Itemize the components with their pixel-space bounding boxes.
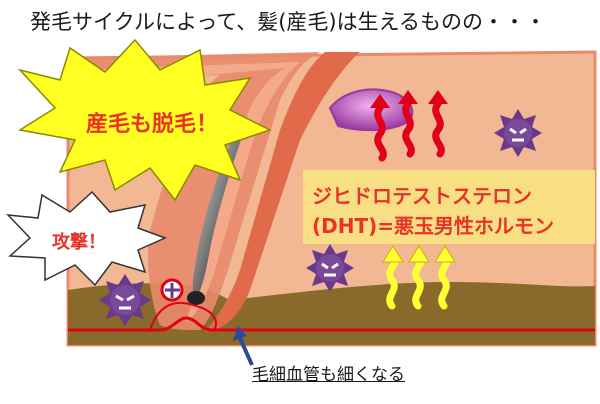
hair-loss-burst-text: 産毛も脱毛！ xyxy=(86,112,219,137)
follicle-inner-layer xyxy=(205,52,360,332)
dht-germ-middle xyxy=(306,244,354,292)
follicle-band xyxy=(68,62,300,322)
hair-bulb xyxy=(187,291,205,305)
capillary-pointer-line xyxy=(238,337,254,366)
dht-label-line2: (DHT)=悪玉男性ホルモン xyxy=(312,214,555,238)
hair-loss-burst xyxy=(17,38,272,202)
yellow-wavy-arrows xyxy=(386,252,451,310)
capillary-loop xyxy=(149,301,217,331)
dht-label-line1: ジヒドロテストステロン xyxy=(312,184,532,208)
dht-germ-attacking xyxy=(99,274,151,326)
yellow-arrow-head-1 xyxy=(382,245,404,263)
capillary-pointer-arrowhead xyxy=(233,326,247,341)
yellow-wavy-arrow-2 xyxy=(412,252,425,310)
capillary-caption: 毛細血管も細くなる xyxy=(252,365,405,385)
red-wavy-arrows xyxy=(374,100,445,162)
yellow-arrow-head-3 xyxy=(434,245,456,263)
yellow-wavy-arrow-1 xyxy=(386,252,399,310)
red-arrow-head-3 xyxy=(428,90,448,104)
red-arrow-head-1 xyxy=(370,94,390,108)
attack-burst-text: 攻撃！ xyxy=(52,232,106,253)
red-arrow-head-2 xyxy=(398,90,418,104)
dht-label-box xyxy=(303,170,595,244)
attack-burst xyxy=(6,190,167,287)
dht-germ-top-right xyxy=(494,109,542,157)
blood-vessel xyxy=(68,316,595,332)
page-title: 発毛サイクルによって、髪(産毛)は生えるものの・・・ xyxy=(30,10,546,34)
yellow-arrow-head-2 xyxy=(408,245,430,263)
red-wavy-arrow-2 xyxy=(402,100,415,158)
dermis-layer xyxy=(68,282,595,345)
sebaceous-gland xyxy=(328,88,414,132)
yellow-wavy-arrow-3 xyxy=(438,252,451,310)
germ-weapon xyxy=(160,278,184,302)
hair-shaft xyxy=(192,120,248,300)
red-wavy-arrow-3 xyxy=(432,100,445,158)
red-wavy-arrow-1 xyxy=(374,104,387,162)
